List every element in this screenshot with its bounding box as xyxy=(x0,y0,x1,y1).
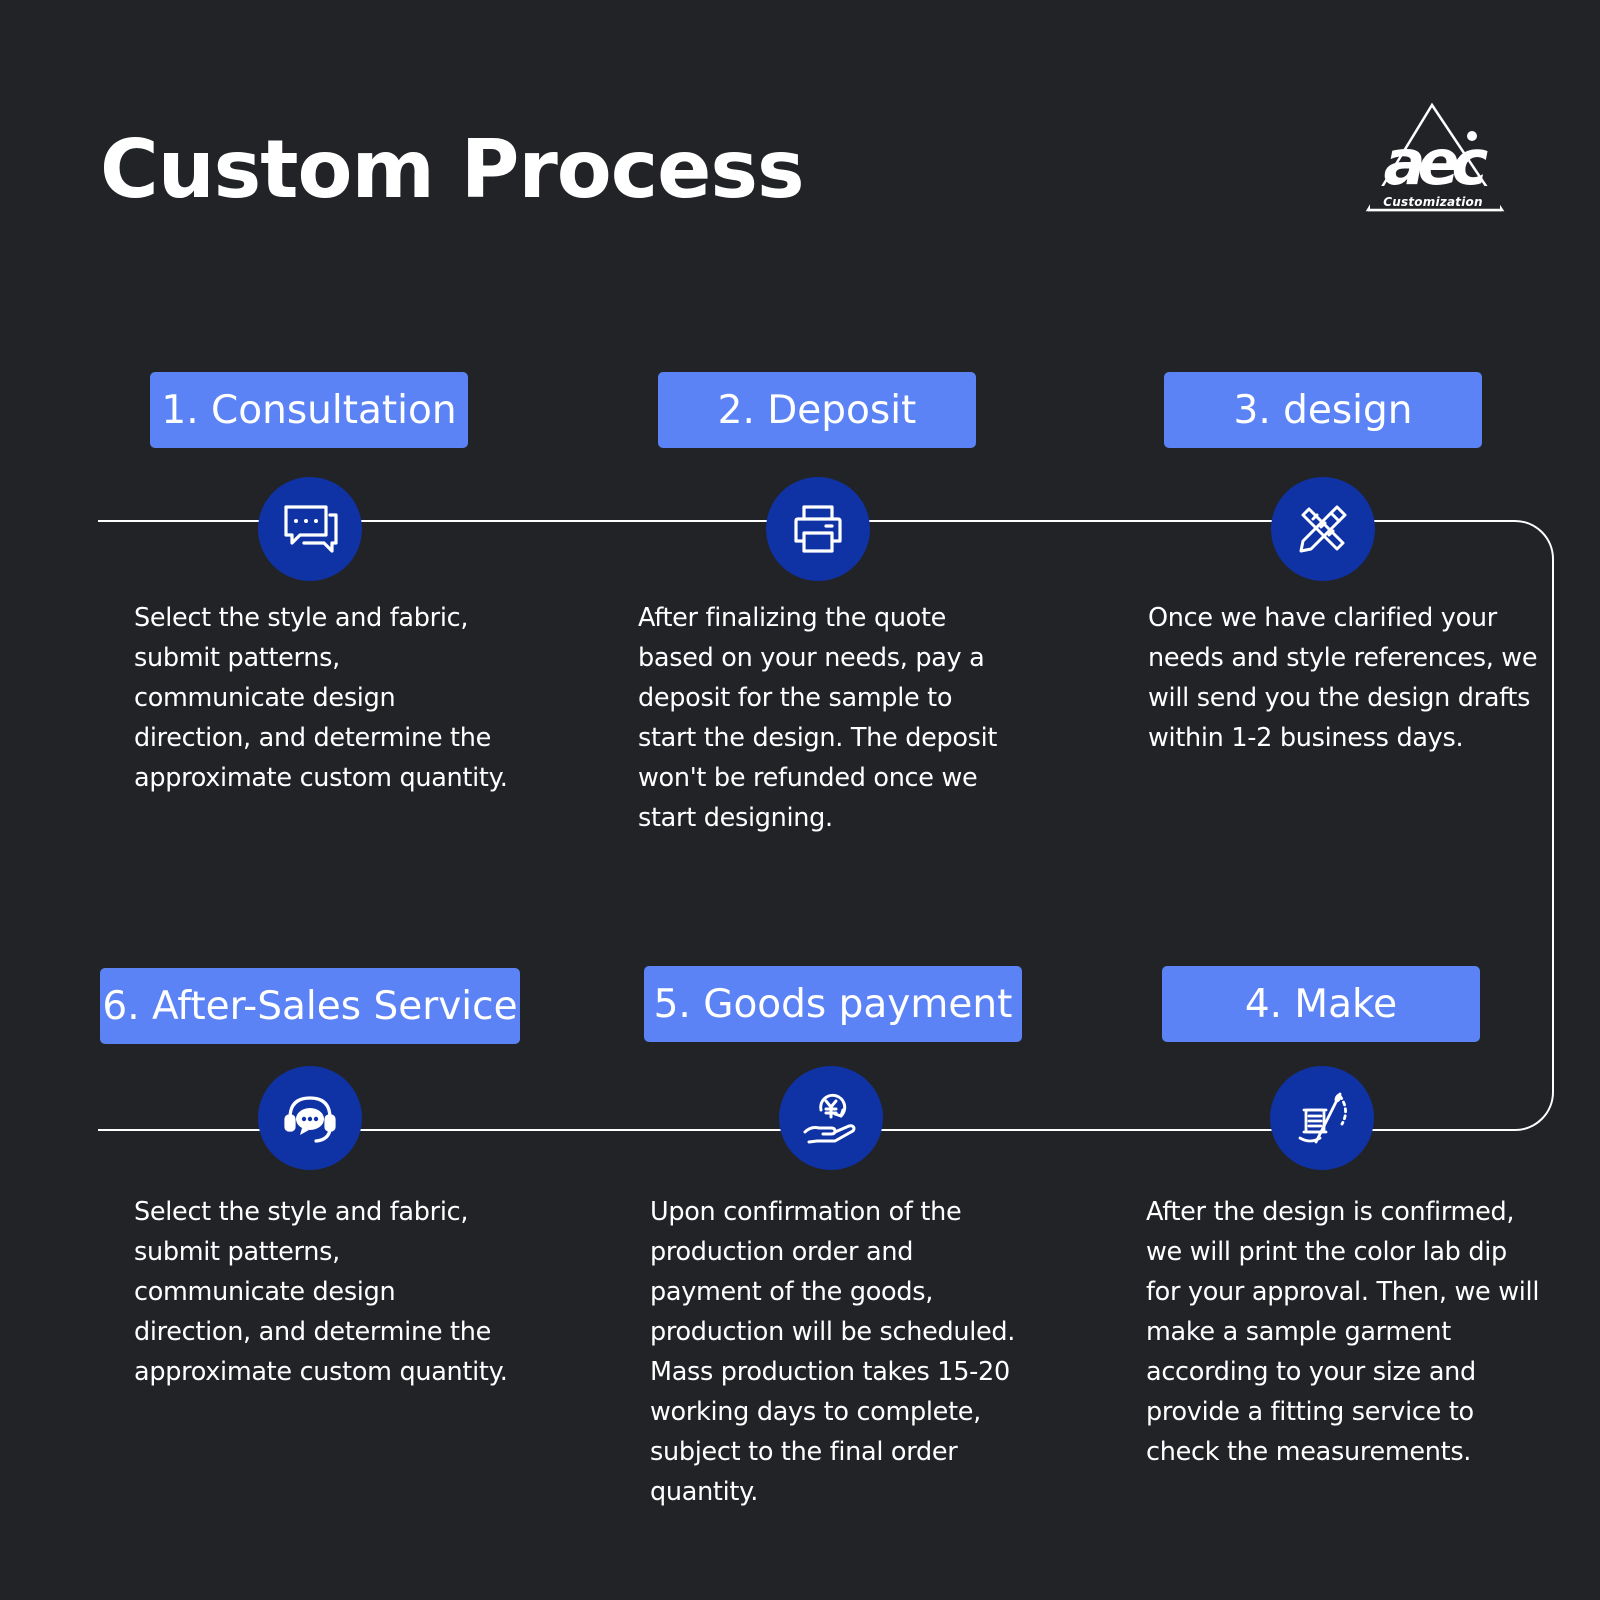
step-1-label: 1. Consultation xyxy=(150,372,468,448)
step-5-description: Upon confirmation of the production orde… xyxy=(650,1197,1016,1507)
svg-text:aec: aec xyxy=(1384,126,1489,199)
step-4-icon-circle xyxy=(1270,1066,1374,1170)
step-2-label: 2. Deposit xyxy=(658,372,976,448)
logo-tagline: Customization xyxy=(1383,195,1483,209)
yen-hand-icon xyxy=(803,1093,856,1144)
step-6-description: Select the style and fabric, submit patt… xyxy=(134,1197,508,1387)
step-3-label: 3. design xyxy=(1164,372,1482,448)
needle-thread-icon xyxy=(1298,1092,1347,1144)
step-3-icon-circle xyxy=(1271,477,1375,581)
page-title: Custom Process xyxy=(100,123,805,216)
step-1-icon-circle xyxy=(258,477,362,581)
step-3-description: Once we have clarified your needs and st… xyxy=(1148,603,1538,753)
step-6-icon-circle xyxy=(258,1066,362,1170)
step-5-icon-circle xyxy=(779,1066,883,1170)
step-5-label: 5. Goods payment xyxy=(644,966,1022,1042)
step-6-label: 6. After-Sales Service xyxy=(100,968,520,1044)
headset-support-icon xyxy=(284,1096,336,1143)
step-2-icon-circle xyxy=(766,477,870,581)
step-2-description: After finalizing the quote based on your… xyxy=(638,603,998,833)
step-1-description: Select the style and fabric, submit patt… xyxy=(134,603,508,793)
step-4-description: After the design is confirmed, we will p… xyxy=(1146,1197,1540,1467)
brand-logo: aec xyxy=(1365,102,1505,212)
pencil-ruler-icon xyxy=(1299,505,1347,553)
step-4-label: 4. Make xyxy=(1162,966,1480,1042)
printer-icon xyxy=(794,505,842,553)
chat-bubbles-icon xyxy=(284,505,338,553)
